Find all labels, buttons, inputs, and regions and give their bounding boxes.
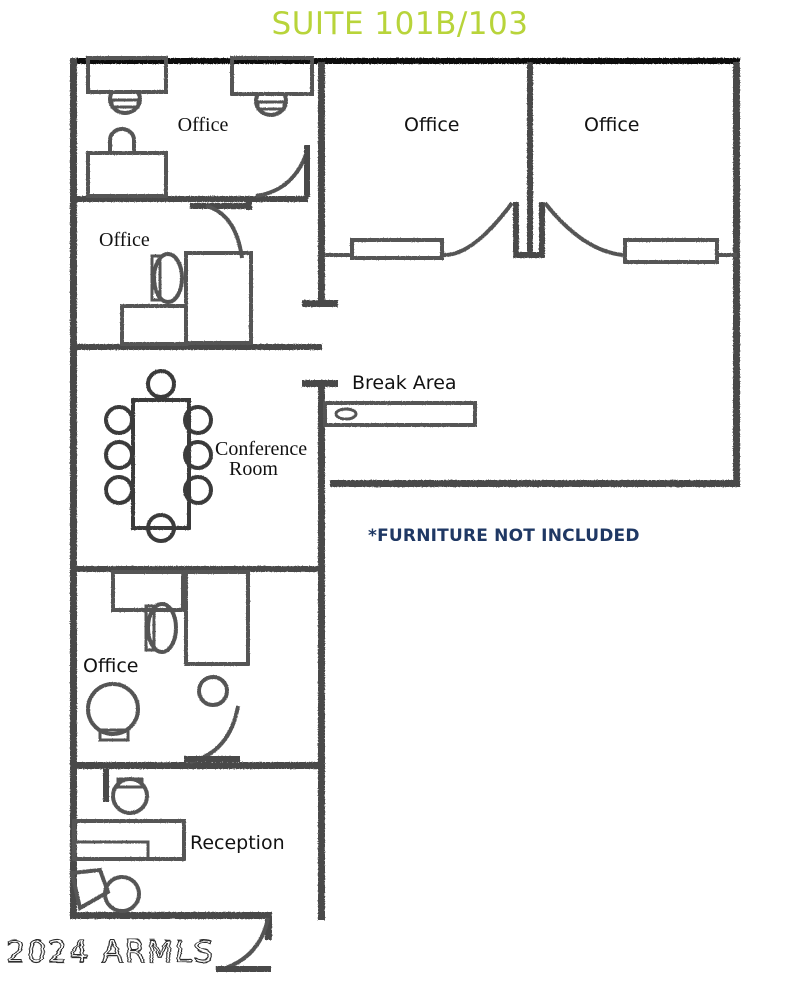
entrance-door xyxy=(216,917,271,972)
furniture-office-lower xyxy=(86,570,250,764)
furniture-office-top-left xyxy=(86,56,314,198)
room-label-office-upper: Office xyxy=(99,229,150,251)
furniture-office-upper xyxy=(120,204,253,346)
room-label-conference-line2: Room xyxy=(229,458,278,480)
furniture-top-right-offices xyxy=(325,201,737,264)
room-label-office-top-left: Office xyxy=(178,114,229,136)
page-title: SUITE 101B/103 xyxy=(271,6,529,42)
room-label-conference-line1: Conference xyxy=(215,438,307,460)
armls-watermark: 2024 ARMLS xyxy=(6,935,215,970)
room-labels: Office Office Office Office Conference R… xyxy=(83,114,639,854)
room-label-reception: Reception xyxy=(190,832,285,854)
room-label-break-area: Break Area xyxy=(352,372,457,394)
furniture-reception xyxy=(69,769,186,913)
furniture-disclaimer-note: *FURNITURE NOT INCLUDED xyxy=(368,526,640,546)
room-label-office-lower: Office xyxy=(83,655,138,677)
door-swing-top-office xyxy=(255,145,310,198)
furniture-conference-room xyxy=(104,369,213,543)
interior-walls xyxy=(72,62,545,769)
exterior-walls xyxy=(70,58,740,940)
room-label-office-top-center: Office xyxy=(404,114,459,136)
furniture-break-area xyxy=(323,401,477,427)
room-label-office-top-right: Office xyxy=(584,114,639,136)
